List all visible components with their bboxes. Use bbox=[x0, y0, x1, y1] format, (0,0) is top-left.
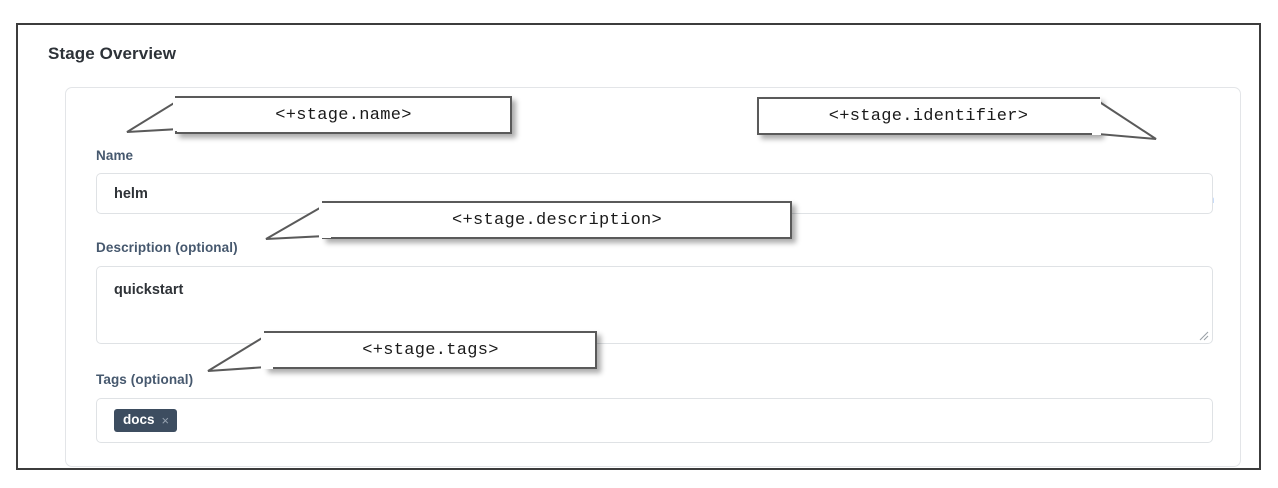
page-title: Stage Overview bbox=[48, 44, 177, 63]
tags-field-label: Tags (optional) bbox=[96, 372, 194, 387]
screenshot-frame: Stage Overview ID: helm Name helm Descri… bbox=[16, 23, 1261, 470]
callout-stage-name: <+stage.name> bbox=[175, 96, 512, 134]
callout-tail-stage-tags bbox=[207, 333, 273, 372]
callout-stage-identifier: <+stage.identifier> bbox=[757, 97, 1100, 135]
stage-overview-card: ID: helm Name helm Description (optional… bbox=[65, 87, 1241, 467]
callout-tail-stage-identifier bbox=[1092, 99, 1157, 140]
tag-chip-docs[interactable]: docs × bbox=[114, 409, 178, 432]
tags-list: docs × bbox=[97, 409, 178, 432]
tags-input[interactable]: docs × bbox=[96, 398, 1213, 443]
close-icon[interactable]: × bbox=[161, 412, 170, 428]
resize-grip-icon[interactable] bbox=[1196, 328, 1209, 341]
tag-chip-label: docs bbox=[123, 412, 155, 428]
callout-stage-tags: <+stage.tags> bbox=[264, 331, 597, 369]
name-field-label: Name bbox=[96, 148, 134, 163]
callout-stage-description: <+stage.description> bbox=[322, 201, 792, 239]
description-textarea-value: quickstart bbox=[114, 282, 184, 298]
callout-tail-stage-description bbox=[265, 203, 331, 240]
callout-tail-stage-name bbox=[126, 98, 183, 133]
description-field-label: Description (optional) bbox=[96, 240, 238, 255]
